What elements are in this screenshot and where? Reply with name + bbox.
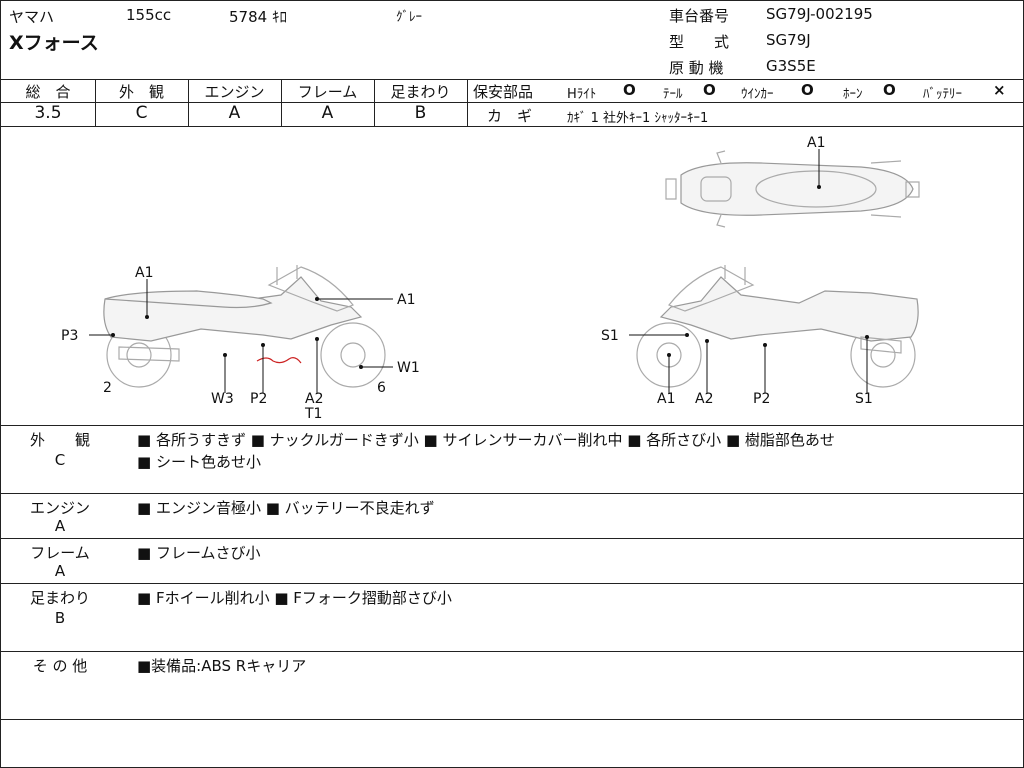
safety-headlight-mark: O [623, 81, 636, 99]
remark-suspension-line-1: ■ Fホイール削れ小 ■ Fフォーク摺動部さび小 [137, 589, 452, 607]
right-s1-rear-label: S1 [855, 391, 873, 407]
key-label: カ ギ [487, 107, 533, 125]
remark-other-line-1: ■装備品:ABS Rキャリア [137, 657, 307, 675]
engine-model-value: G3S5E [766, 57, 816, 75]
safety-winker-mark: O [801, 81, 814, 99]
left-w1-label: W1 [397, 360, 420, 376]
model-name: Xフォース [9, 32, 99, 54]
safety-tail-mark: O [703, 81, 716, 99]
remark-suspension-label: 足まわり [29, 589, 90, 607]
exterior-grade: C [135, 103, 148, 123]
left-t1-label: T1 [304, 406, 322, 422]
body-color: ｸﾞﾚｰ [396, 10, 422, 25]
remark-exterior-line-2: ■ シート色あせ小 [137, 453, 261, 471]
safety-battery: ﾊﾞｯﾃﾘｰ [923, 87, 962, 102]
leader-lines [89, 149, 868, 393]
safety-battery-mark: × [993, 81, 1006, 99]
displacement: 155cc [126, 6, 172, 24]
left-a2-label: A2 [305, 391, 323, 407]
left-a1-front-label: A1 [397, 292, 415, 308]
type-value: SG79J [766, 31, 811, 49]
remark-engine-label: エンジン [29, 499, 90, 517]
frame-label: フレーム [297, 83, 358, 101]
remark-engine-line-1: ■ エンジン音極小 ■ バッテリー不良走れず [137, 499, 435, 517]
key-value: ｶｷﾞ 1 社外ｷｰ1 ｼｬｯﾀｰｷｰ1 [567, 111, 709, 126]
top-a1-label: A1 [807, 135, 825, 151]
right-p2-label: P2 [753, 391, 770, 407]
suspension-grade: B [414, 103, 427, 123]
remark-exterior-label: 外 観 [29, 431, 90, 449]
remark-exterior-grade: C [54, 451, 66, 469]
safety-horn-mark: O [883, 81, 896, 99]
safety-tail: ﾃｰﾙ [663, 87, 683, 102]
safety-label: 保安部品 [473, 83, 534, 101]
safety-winker: ｳｲﾝｶｰ [741, 87, 774, 102]
remark-engine-grade: A [54, 517, 66, 535]
remark-frame-line-1: ■ フレームさび小 [137, 544, 261, 562]
remark-frame-label: フレーム [30, 544, 90, 562]
type-label: 型 式 [669, 33, 730, 51]
damage-diagram: A1 A1 A1 P3 W1 2 6 W3 P2 A2 T1 S1 A1 A2 … [61, 135, 920, 422]
remark-other-label: そ の 他 [32, 657, 88, 675]
exterior-label: 外 観 [118, 83, 164, 101]
remark-frame-grade: A [54, 562, 66, 580]
maker: ヤマハ [9, 8, 55, 26]
overall-grade: 3.5 [34, 103, 62, 123]
left-p2-label: P2 [250, 391, 267, 407]
leader-dots [111, 185, 869, 369]
right-side-scooter [636, 265, 919, 388]
left-side-scooter [103, 265, 386, 388]
frame-no: SG79J-002195 [766, 5, 873, 23]
engine-model-label: 原 動 機 [669, 59, 724, 77]
safety-horn: ﾎｰﾝ [843, 87, 863, 102]
safety-headlight: Hﾗｲﾄ [567, 87, 597, 102]
overall-label: 総 合 [25, 83, 71, 101]
left-a1-rear-label: A1 [135, 265, 153, 281]
right-a2-label: A2 [695, 391, 713, 407]
frame-grade: A [321, 103, 334, 123]
right-s1-front-label: S1 [601, 328, 619, 344]
left-2-label: 2 [103, 380, 112, 396]
left-6-label: 6 [377, 380, 386, 396]
left-w3-label: W3 [211, 391, 234, 407]
frame-no-label: 車台番号 [669, 7, 730, 25]
remark-suspension-grade: B [54, 609, 66, 627]
left-p3-label: P3 [61, 328, 78, 344]
right-a1-label: A1 [657, 391, 675, 407]
mileage: 5784 ｷﾛ [229, 8, 287, 26]
engine-label: エンジン [204, 83, 265, 101]
remark-exterior-line-1: ■ 各所うすきず ■ ナックルガードきず小 ■ サイレンサーカバー削れ中 ■ 各… [137, 431, 835, 449]
suspension-label: 足まわり [390, 83, 451, 101]
engine-grade: A [228, 103, 241, 123]
top-view-scooter [665, 150, 920, 228]
